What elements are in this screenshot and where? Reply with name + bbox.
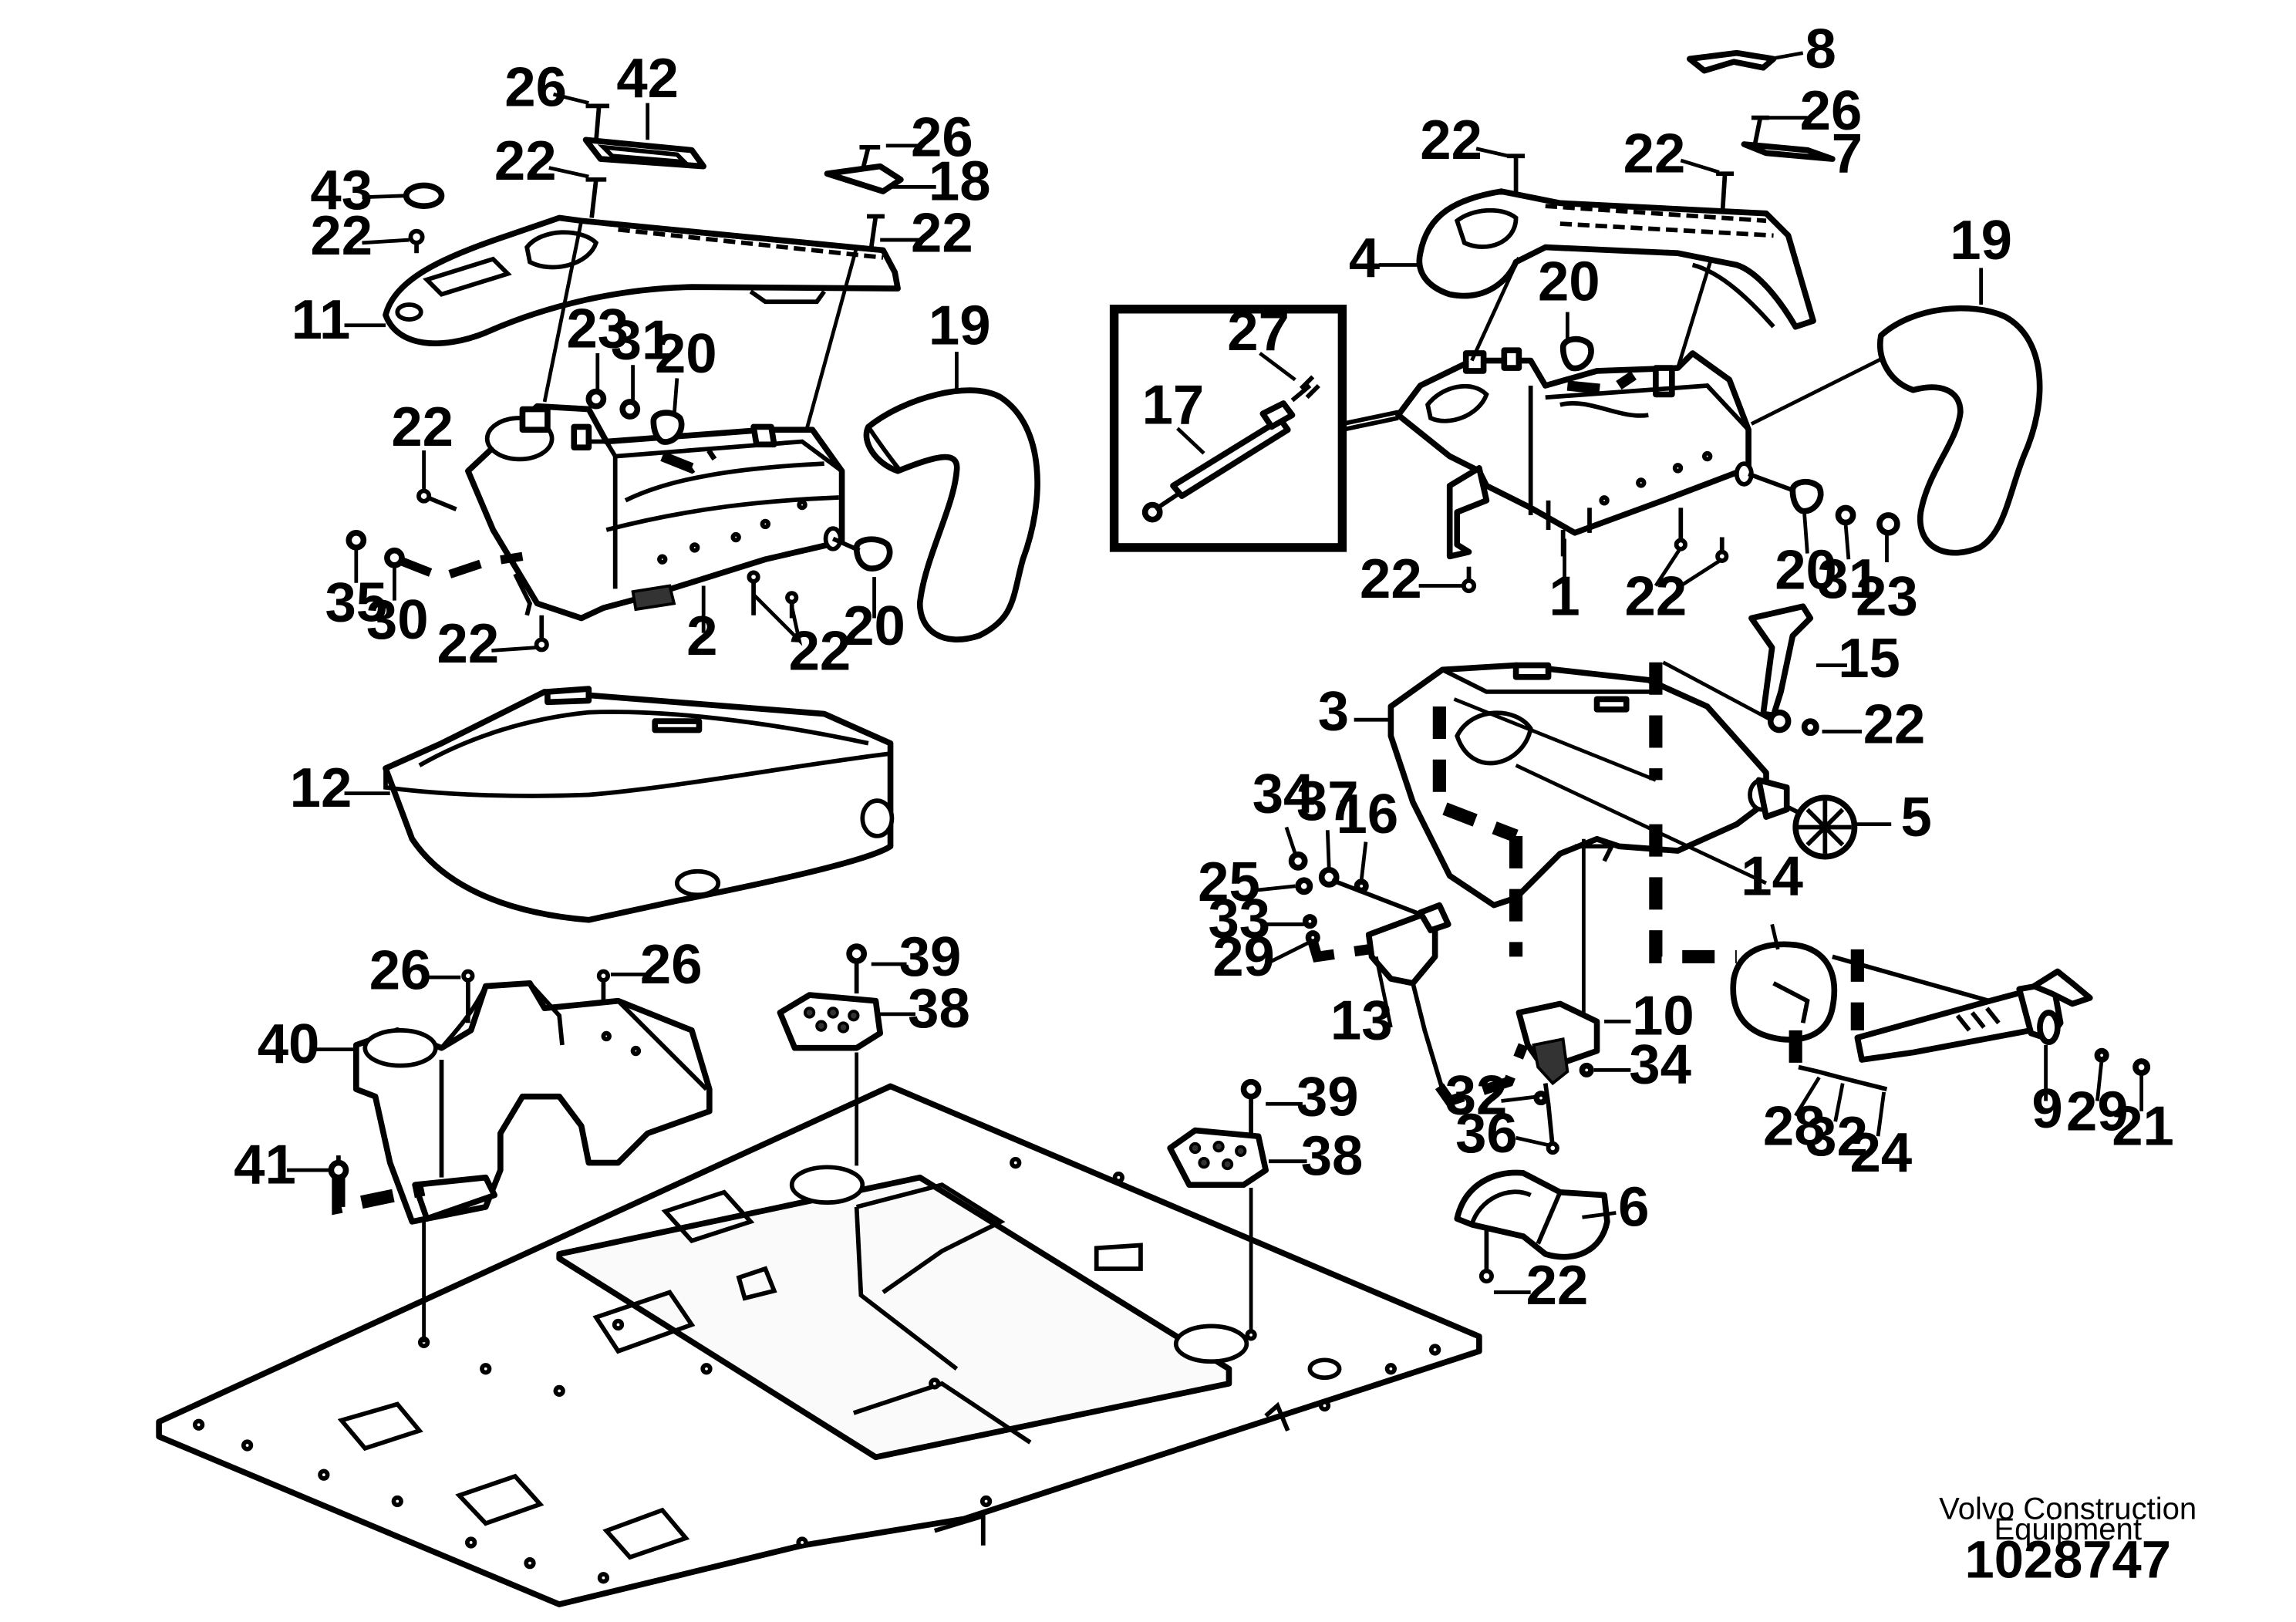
callout-22: 22 [911, 201, 973, 264]
callout-9: 9 [2031, 1077, 2062, 1140]
callout-13: 13 [1330, 989, 1393, 1051]
callout-8: 8 [1805, 18, 1836, 80]
callout-32: 32 [1445, 1064, 1508, 1127]
callout-34: 34 [1253, 762, 1315, 824]
tray-12 [383, 689, 894, 923]
callout-38: 38 [908, 977, 970, 1040]
cap-43 [403, 182, 445, 209]
callout-27: 27 [1227, 300, 1290, 363]
callout-2: 2 [686, 605, 717, 667]
right-console-assembly [1109, 49, 2151, 1333]
callout-6: 6 [1618, 1176, 1649, 1239]
callout-20: 20 [1538, 250, 1600, 312]
bushing-20d [1789, 479, 1824, 514]
handle-15 [1748, 603, 1814, 719]
callout-26: 26 [911, 106, 973, 168]
callout-22: 22 [494, 130, 557, 192]
callout-12: 12 [290, 757, 352, 819]
mount-38a [777, 992, 883, 1051]
cover-4 [1416, 188, 1816, 330]
callout-22: 22 [1360, 548, 1422, 610]
callout-19: 19 [1950, 209, 2012, 271]
callout-14: 14 [1741, 845, 1803, 907]
callout-22: 22 [391, 396, 453, 458]
callout-11: 11 [292, 288, 351, 351]
callout-leaders [287, 51, 2144, 1294]
callout-7: 7 [1832, 122, 1863, 184]
gas-strut-17 [1170, 416, 1291, 499]
callout-22: 22 [1420, 109, 1482, 171]
bushing-20b [650, 410, 685, 445]
callout-28: 28 [1763, 1095, 1826, 1158]
callout-29: 29 [1212, 926, 1275, 988]
callout-22: 22 [1625, 565, 1687, 628]
callout-22: 22 [1863, 693, 1926, 756]
callout-26: 26 [504, 56, 567, 118]
callout-24: 24 [1850, 1121, 1913, 1184]
callout-31: 31 [1818, 548, 1880, 610]
callout-36: 36 [1455, 1102, 1518, 1165]
callout-40: 40 [258, 1013, 320, 1075]
callout-35: 35 [325, 571, 387, 633]
callout-labels: 26 42 22 43 22 11 26 18 22 23 31 20 19 2… [234, 18, 2174, 1317]
callout-10: 10 [1632, 985, 1694, 1047]
callout-15: 15 [1838, 627, 1900, 690]
left-console-assembly [328, 103, 1040, 1343]
callout-1: 1 [1549, 565, 1580, 628]
document-number: 1028747 [1965, 1530, 2171, 1590]
callout-19: 19 [929, 295, 991, 357]
callout-17: 17 [1142, 374, 1205, 437]
callout-42: 42 [616, 47, 679, 110]
callout-5: 5 [1900, 786, 1931, 848]
callout-4: 4 [1349, 227, 1380, 289]
bushing-20c [1559, 336, 1594, 372]
callout-41: 41 [234, 1133, 296, 1195]
callout-26: 26 [369, 939, 432, 1001]
footer: Volvo Construction Equipment 1028747 [1939, 1492, 2197, 1589]
callout-23: 23 [1856, 565, 1918, 628]
callout-25: 25 [1198, 851, 1260, 913]
callout-22: 22 [1526, 1254, 1589, 1317]
callout-20: 20 [655, 322, 717, 385]
callout-34: 34 [1629, 1034, 1691, 1096]
callout-20: 20 [843, 595, 905, 657]
plate-7 [1741, 141, 1836, 162]
duct-19b [1877, 305, 2043, 556]
boot-14 [1730, 941, 1838, 1043]
callout-30: 30 [366, 588, 429, 651]
callout-43: 43 [310, 159, 373, 221]
callout-23: 23 [566, 297, 629, 359]
housing-3 [1387, 662, 1769, 909]
callout-32: 32 [1805, 1105, 1868, 1168]
plate-8 [1686, 49, 1777, 74]
callout-39: 39 [899, 926, 962, 988]
callout-38: 38 [1301, 1125, 1364, 1187]
bushing-20a [853, 536, 893, 572]
duct-19a [863, 387, 1040, 642]
callout-22: 22 [437, 612, 500, 675]
callout-26: 26 [640, 933, 703, 996]
callout-3: 3 [1318, 680, 1349, 743]
callout-21: 21 [2112, 1095, 2174, 1158]
callout-39: 39 [1296, 1066, 1359, 1128]
mount-38b [1167, 1127, 1269, 1189]
callout-22: 22 [789, 619, 851, 682]
panel-40 [353, 980, 713, 1225]
callout-33: 33 [1208, 888, 1270, 950]
floor-plate [156, 1083, 1482, 1607]
callout-18: 18 [929, 150, 991, 213]
cover-11 [383, 214, 901, 347]
cup-6 [1454, 1169, 1610, 1260]
callout-22: 22 [1623, 122, 1686, 184]
callout-22: 22 [310, 204, 373, 267]
callout-29: 29 [2066, 1081, 2129, 1143]
manufacturer-credit-line1: Volvo Construction [1939, 1492, 2197, 1526]
callout-26: 26 [1800, 79, 1863, 142]
callout-20: 20 [1775, 538, 1837, 601]
callout-16: 16 [1337, 783, 1399, 845]
callout-37: 37 [1296, 770, 1359, 832]
manufacturer-credit-line2: Equipment [1994, 1512, 2142, 1546]
callout-31: 31 [611, 309, 673, 372]
